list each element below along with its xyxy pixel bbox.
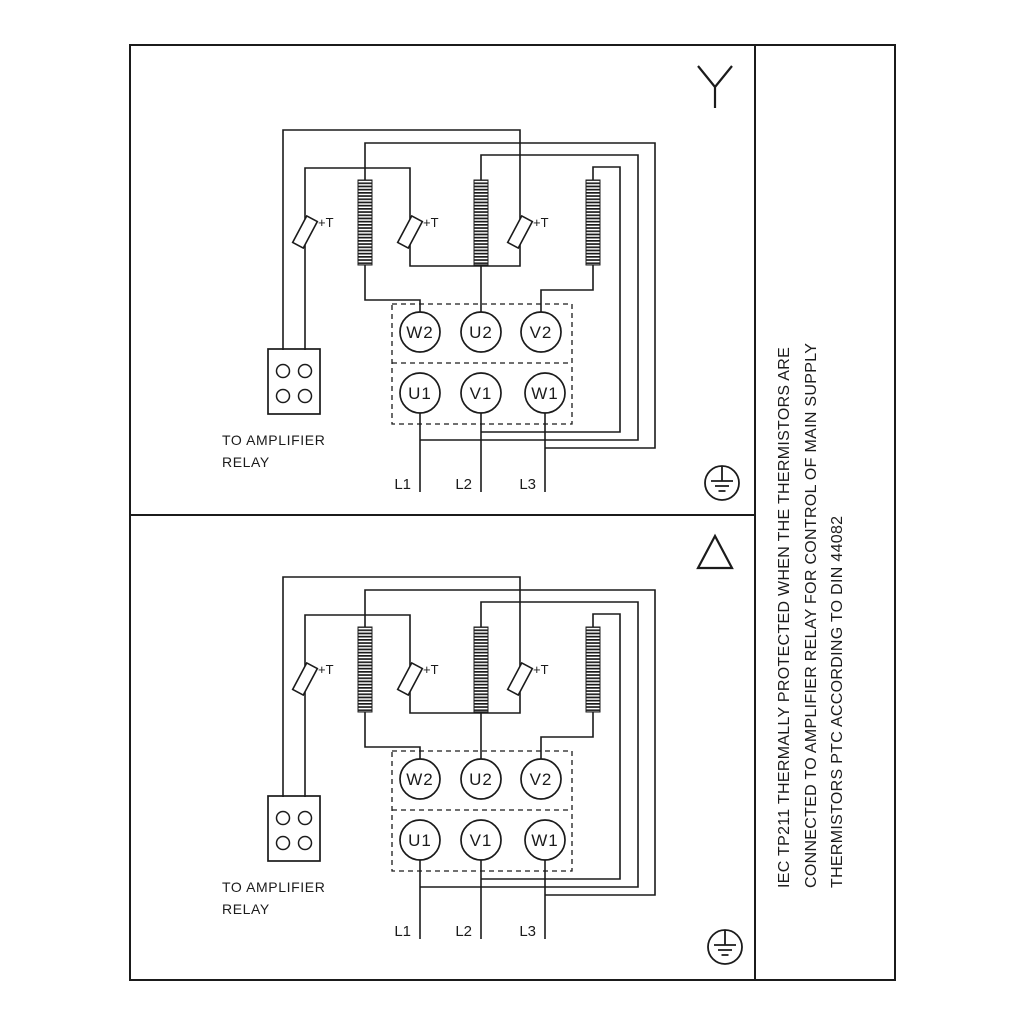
relay-caption-line2: RELAY (222, 454, 270, 470)
terminal-label-v1: V1 (470, 384, 493, 403)
side-note-line-2: CONNECTED TO AMPLIFIER RELAY FOR CONTROL… (803, 343, 820, 888)
outer-border (129, 44, 896, 981)
supply-label-l1: L1 (394, 476, 411, 493)
star-panel: +T +T +T W2 U2 V2 U1 V1 W1 L1 L2 L3 TO A… (222, 65, 740, 501)
terminal-label-v2: V2 (530, 770, 553, 789)
terminal-label-w2: W2 (406, 323, 434, 342)
wye-star-icon (697, 65, 733, 108)
thermistor-label: +T (318, 215, 334, 230)
supply-label-l3: L3 (519, 476, 536, 493)
delta-panel: +T +T +T W2 U2 V2 U1 V1 W1 L1 L2 L3 TO A… (222, 533, 743, 965)
thermistor-label: +T (533, 215, 549, 230)
side-note-line-1: IEC TP211 THERMALLY PROTECTED WHEN THE T… (776, 347, 793, 888)
delta-icon (696, 533, 734, 570)
terminal-label-u1: U1 (408, 831, 432, 850)
delta-circuit-artwork (267, 576, 656, 940)
side-note-line-3: THERMISTORS PTC ACCORDING TO DIN 44082 (829, 516, 846, 888)
relay-caption-line1: TO AMPLIFIER (222, 879, 325, 895)
supply-label-l2: L2 (455, 923, 472, 940)
earth-ground-icon (704, 465, 740, 501)
terminal-label-u2: U2 (469, 770, 493, 789)
thermistor-label: +T (423, 215, 439, 230)
supply-label-l2: L2 (455, 476, 472, 493)
relay-caption-line1: TO AMPLIFIER (222, 432, 325, 448)
thermistor-label: +T (423, 662, 439, 677)
supply-label-l1: L1 (394, 923, 411, 940)
relay-caption-line2: RELAY (222, 901, 270, 917)
terminal-label-w2: W2 (406, 770, 434, 789)
terminal-label-v2: V2 (530, 323, 553, 342)
star-circuit-artwork (267, 129, 656, 493)
terminal-label-w1: W1 (531, 831, 559, 850)
thermistor-label: +T (318, 662, 334, 677)
terminal-label-u1: U1 (408, 384, 432, 403)
earth-ground-icon (707, 929, 743, 965)
thermistor-label: +T (533, 662, 549, 677)
terminal-label-u2: U2 (469, 323, 493, 342)
supply-label-l3: L3 (519, 923, 536, 940)
side-note: IEC TP211 THERMALLY PROTECTED WHEN THE T… (776, 343, 846, 888)
terminal-label-v1: V1 (470, 831, 493, 850)
terminal-label-w1: W1 (531, 384, 559, 403)
